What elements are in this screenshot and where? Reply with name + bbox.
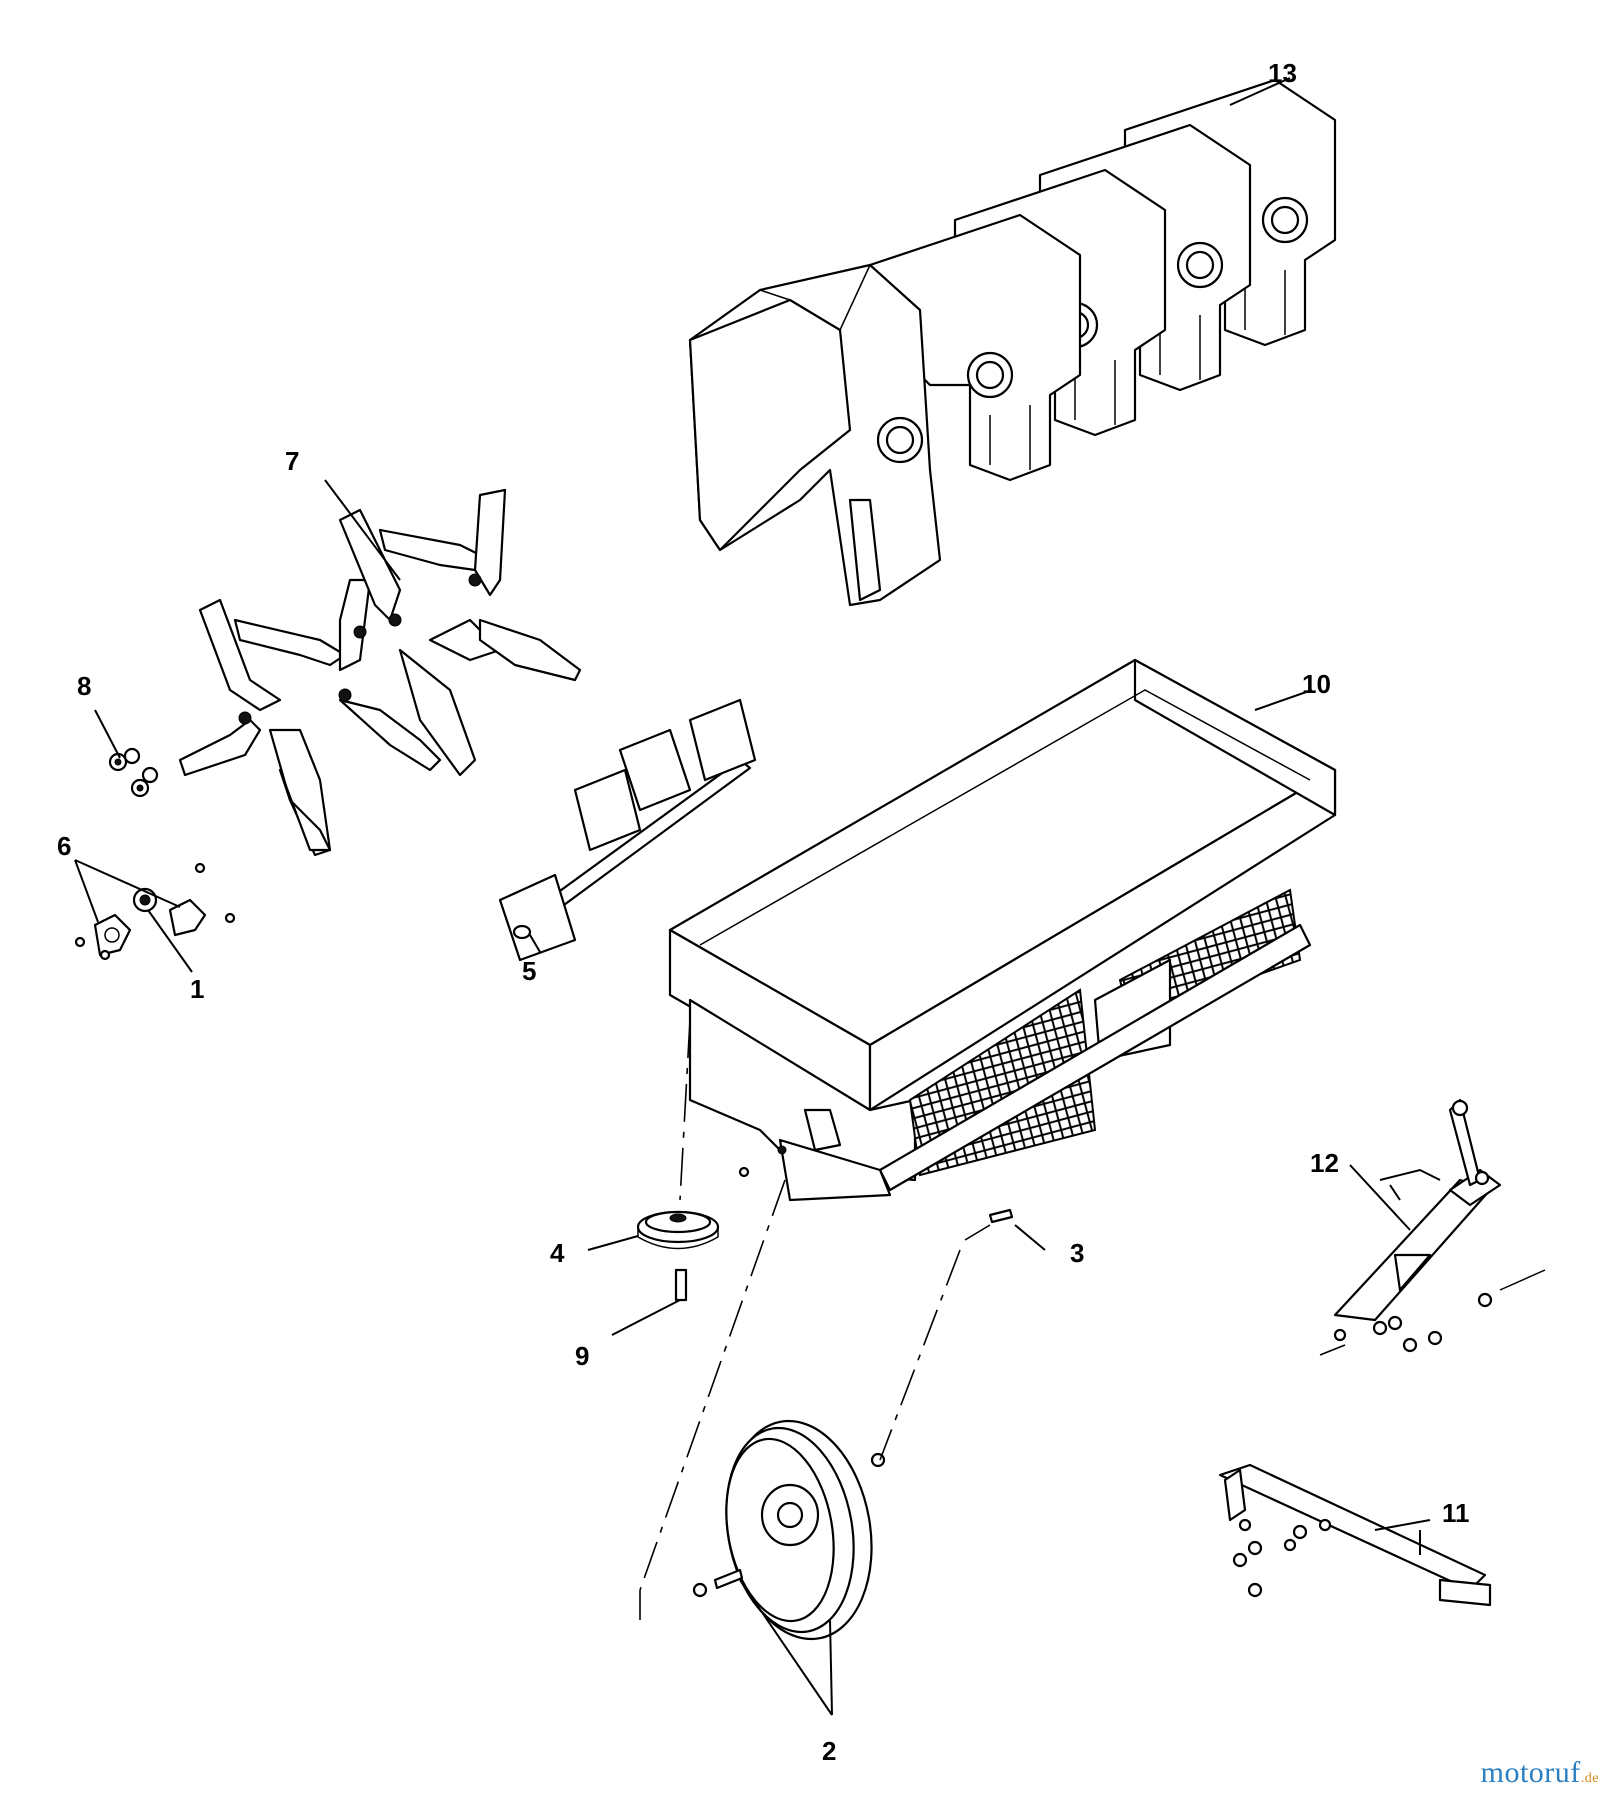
callout-10: 10 [1302, 669, 1331, 699]
weight-block-end [688, 263, 942, 607]
callout-2: 2 [822, 1736, 836, 1766]
watermark: motoruf.de [1481, 1756, 1599, 1790]
pulley [636, 1210, 720, 1250]
weight-block [868, 213, 1082, 482]
callout-9: 9 [575, 1341, 589, 1371]
callout-labels: 13 10 7 8 6 1 5 12 11 4 9 3 2 [57, 58, 1470, 1766]
callout-11: 11 [1442, 1498, 1470, 1528]
axle-pin [988, 1208, 1014, 1224]
callout-6: 6 [57, 831, 71, 861]
tines [178, 488, 582, 857]
assembly-lines [639, 1019, 991, 1620]
wheel [692, 1419, 886, 1641]
callout-1: 1 [190, 974, 204, 1004]
callout-12: 12 [1310, 1148, 1339, 1178]
leader-lines [74, 77, 1441, 1716]
bolts [108, 747, 159, 798]
hitch-lever [1319, 1098, 1546, 1356]
spreader-hopper [668, 658, 1337, 1202]
pin [674, 1268, 688, 1302]
bearing-flanges [74, 862, 236, 961]
callout-7: 7 [285, 446, 299, 476]
tongue [1218, 1463, 1492, 1607]
callout-13: 13 [1268, 58, 1297, 88]
tine-axle [498, 698, 757, 962]
callout-3: 3 [1070, 1238, 1084, 1268]
callout-5: 5 [522, 956, 536, 986]
callout-8: 8 [77, 671, 91, 701]
callout-4: 4 [550, 1238, 565, 1268]
watermark-suffix: .de [1580, 1771, 1599, 1786]
watermark-brand: motoruf [1480, 1756, 1581, 1789]
weight-blocks [688, 78, 1337, 607]
